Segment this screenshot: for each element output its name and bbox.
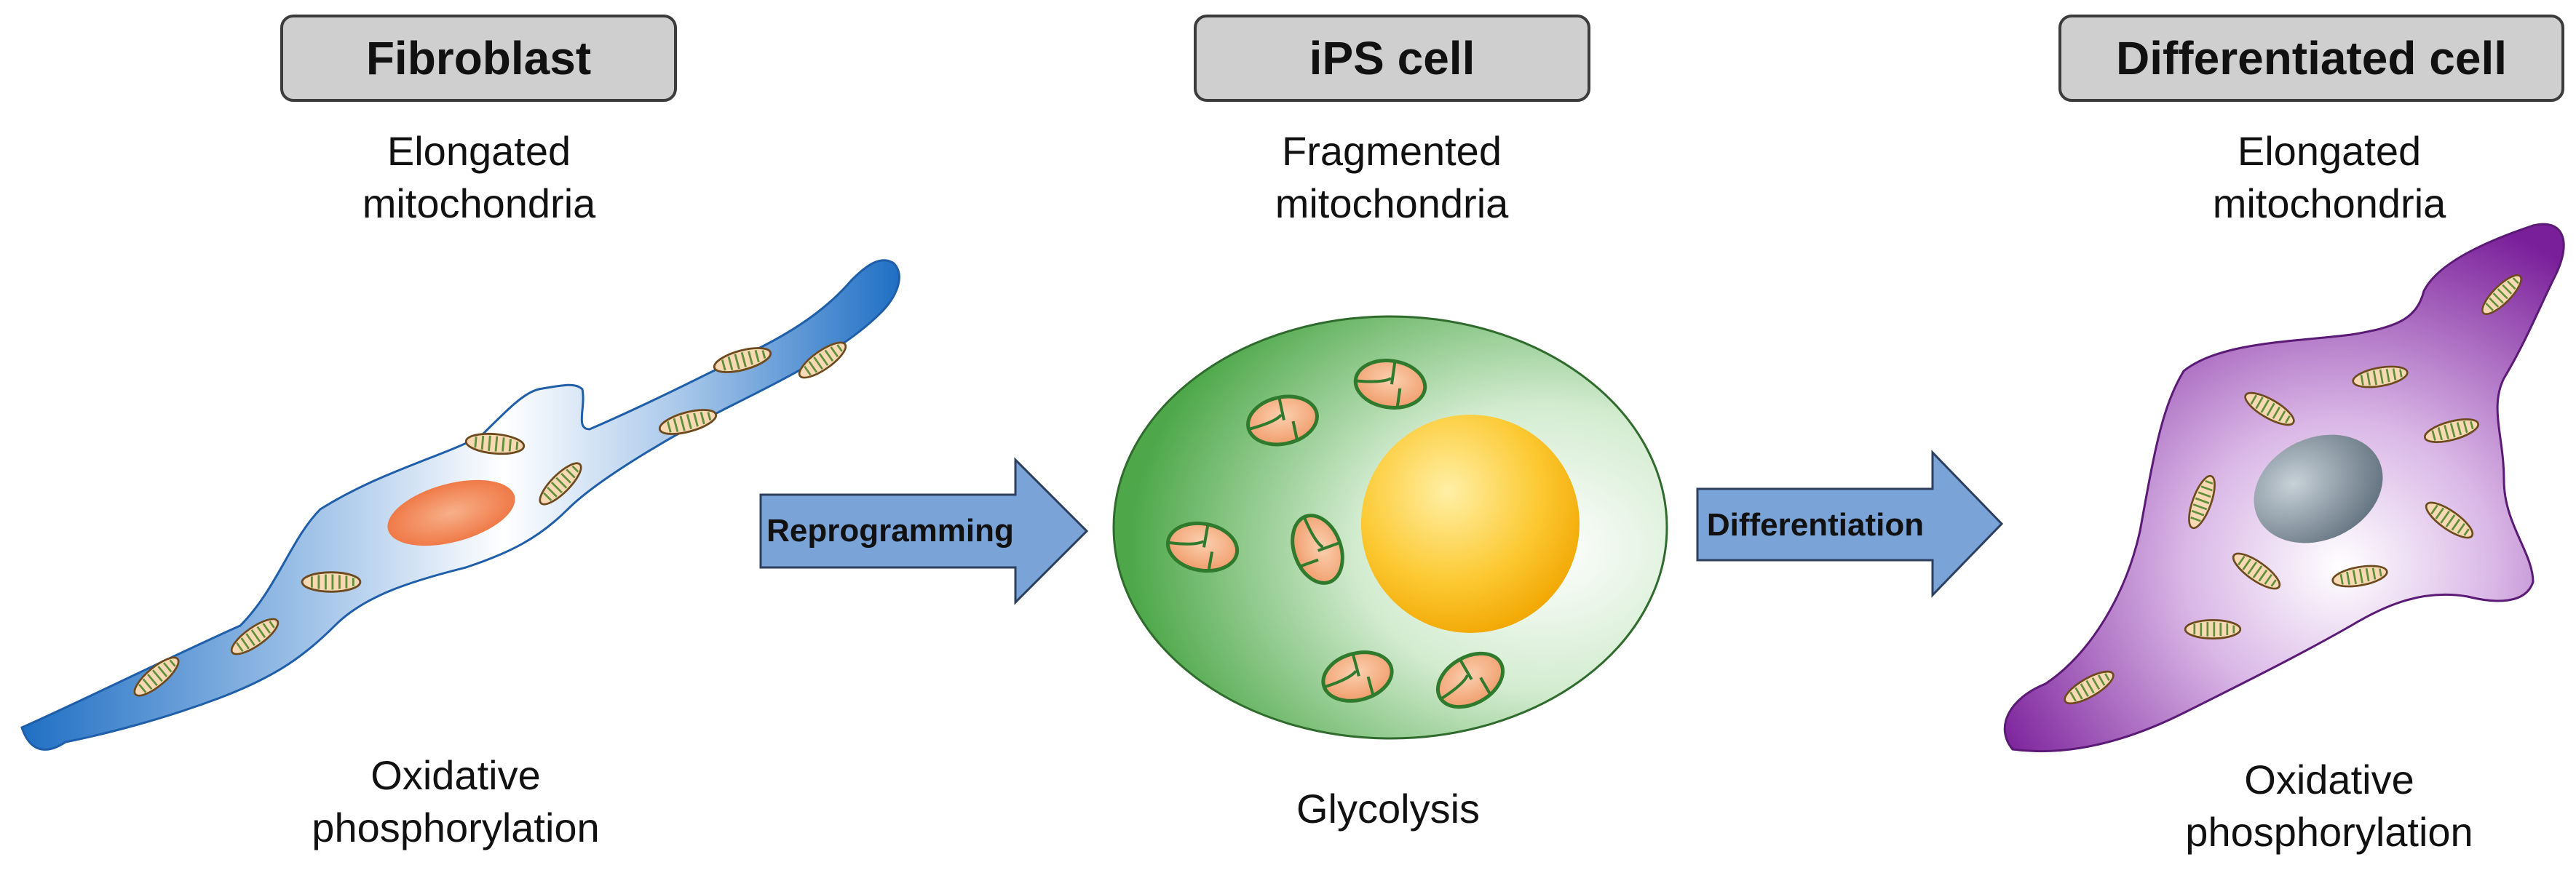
caption-line: Glycolysis: [1296, 786, 1481, 832]
caption-ips-bottom: Glycolysis: [1170, 783, 1606, 835]
differentiated-cell: [2003, 223, 2565, 753]
caption-line: Fragmented: [1282, 128, 1502, 174]
title-differentiated-cell: Differentiated cell: [2058, 15, 2564, 102]
reprogramming-arrow: [759, 457, 1089, 605]
caption-line: mitochondria: [1275, 180, 1509, 226]
caption-line: Elongated: [2237, 128, 2422, 174]
caption-line: mitochondria: [362, 180, 596, 226]
caption-fibroblast-top: Elongated mitochondria: [261, 125, 697, 230]
fibroblast-cell: [20, 259, 900, 751]
caption-differentiated-bottom: Oxidative phosphorylation: [2111, 754, 2548, 858]
caption-fibroblast-bottom: Oxidative phosphorylation: [237, 749, 674, 854]
title-ips-cell: iPS cell: [1194, 15, 1590, 102]
differentiation-label: Differentiation: [1706, 507, 1925, 543]
caption-ips-top: Fragmented mitochondria: [1173, 125, 1610, 230]
caption-differentiated-top: Elongated mitochondria: [2111, 125, 2548, 230]
reprogramming-label: Reprogramming: [766, 513, 1014, 549]
caption-line: phosphorylation: [312, 805, 600, 850]
title-fibroblast: Fibroblast: [280, 15, 677, 102]
caption-line: Oxidative: [2244, 757, 2414, 802]
differentiation-arrow: [1696, 450, 2004, 598]
caption-line: Oxidative: [370, 752, 541, 798]
caption-line: phosphorylation: [2185, 809, 2473, 855]
caption-line: mitochondria: [2212, 180, 2446, 226]
caption-line: Elongated: [387, 128, 571, 174]
ips-cell: [1112, 315, 1668, 740]
